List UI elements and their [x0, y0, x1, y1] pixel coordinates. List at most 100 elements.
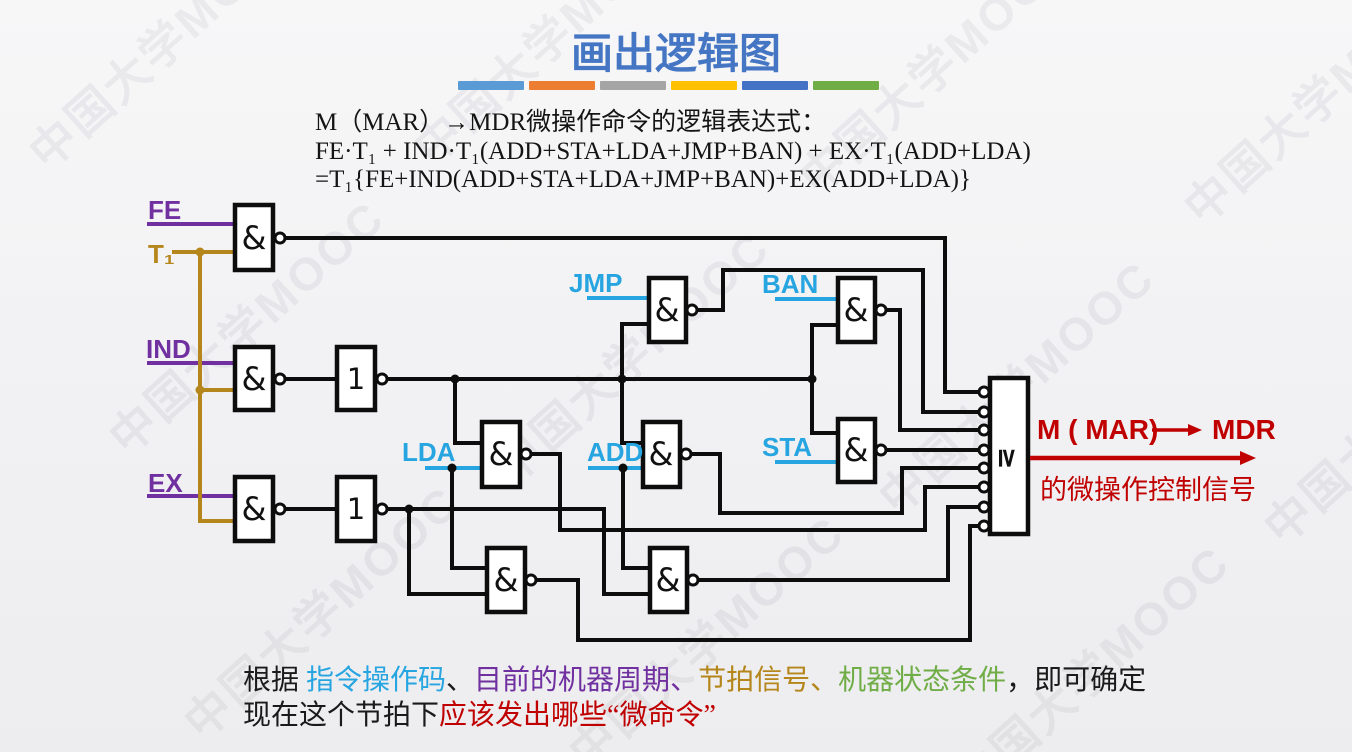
expression-line-2: FE·T₁ + IND·T₁(ADD+STA+LDA+JMP+BAN) + EX… [315, 137, 1031, 165]
invert-bubble [375, 372, 389, 386]
invert-bubble [977, 480, 991, 494]
wire-ext1-to-exadd-gate [387, 507, 650, 596]
accent-bar [742, 81, 808, 90]
footer-note: 根据 指令操作码、目前的机器周期、节拍信号、机器状态条件，即可确定 现在这个节拍… [243, 663, 1146, 733]
label-t1: T₁ [148, 239, 175, 269]
or-symbol: ≥ [992, 447, 1023, 470]
invert-bubble [977, 443, 991, 457]
invert-bubble [519, 447, 533, 461]
output-transfer-arrowhead [1188, 424, 1202, 436]
and-symbol: & [494, 561, 519, 599]
accent-bar [600, 81, 666, 90]
accent-bar [529, 81, 595, 90]
not-symbol: 1 [347, 362, 365, 396]
accent-bar [458, 81, 524, 90]
nand-gate-lda: & [479, 419, 533, 490]
invert-bubble [273, 502, 287, 516]
junction-t1-top [195, 247, 205, 257]
wire-lda-to-exlda-gate [450, 468, 487, 570]
invert-bubble [273, 231, 287, 245]
and-symbol: & [489, 435, 514, 473]
wire-t1-bus [198, 252, 235, 523]
label-fe: FE [148, 195, 181, 225]
wire-exlda-gate-to-or [536, 524, 979, 642]
label-add: ADD [587, 437, 643, 467]
and-symbol: & [656, 561, 681, 599]
invert-bubble [977, 385, 991, 399]
footer-run: 、 [446, 665, 475, 696]
label-ex: EX [148, 468, 183, 498]
invert-bubble [977, 405, 991, 419]
label-jmp: JMP [569, 268, 622, 298]
invert-bubble [977, 423, 991, 437]
and-symbol: & [242, 219, 267, 257]
and-symbol: & [844, 291, 869, 329]
label-ind: IND [146, 334, 191, 364]
junction-indt1-lda [450, 374, 460, 384]
nand-gate-ex-lda: & [484, 545, 538, 615]
footer-run: 机器状态条件 [838, 665, 1007, 696]
and-symbol: & [242, 490, 267, 528]
footer-line-1: 根据 指令操作码、目前的机器周期、节拍信号、机器状态条件，即可确定 [243, 663, 1146, 698]
nand-gate-ex-add: & [647, 545, 700, 615]
expression-line-1: M（MAR）→MDR微操作命令的逻辑表达式： [315, 109, 827, 136]
output-arrowhead [1240, 451, 1256, 465]
label-lda: LDA [402, 437, 456, 467]
invert-bubble [977, 500, 991, 514]
and-symbol: & [655, 291, 680, 329]
invert-bubble [375, 502, 389, 516]
junction-indt1-jmp-add [617, 374, 627, 384]
footer-run: 应该发出哪些“微命令” [439, 700, 716, 731]
invert-bubble [273, 372, 287, 386]
junction-lda [447, 463, 457, 473]
nand-gate-ind-t1: & [232, 344, 287, 413]
footer-line-2: 现在这个节拍下应该发出哪些“微命令” [243, 698, 1146, 733]
wire-fe-nand-to-or [285, 236, 979, 394]
output-target-label: MDR [1212, 414, 1276, 445]
invert-bubble [686, 573, 700, 587]
accent-bar [813, 81, 879, 90]
output-source-label: M ( MAR) [1037, 414, 1158, 445]
nand-gate-ban: & [835, 275, 888, 345]
nand-gate-fe-t1: & [232, 202, 287, 273]
or-gate-output: ≥ [977, 375, 1031, 537]
wire-add-gate-to-or [691, 452, 979, 515]
footer-run: 、 [810, 665, 839, 696]
wire-lda-gate-to-or [531, 452, 979, 532]
expression-line-3: =T₁{FE+IND(ADD+STA+LDA+JMP+BAN)+EX(ADD+L… [315, 166, 971, 193]
footer-run: 现在这个节拍下 [243, 700, 440, 731]
and-symbol: & [649, 435, 674, 473]
junction-ext1 [404, 504, 414, 514]
footer-run: 、 [670, 665, 699, 696]
junction-indt1-ban-sta [807, 374, 817, 384]
title-accent-bars [458, 81, 879, 90]
nand-gate-jmp: & [646, 275, 699, 345]
wire-add-to-exadd-gate [621, 468, 650, 570]
wire-indt1-to-lda-gate [453, 379, 482, 445]
label-sta: STA [762, 432, 812, 462]
inverter-ex-t1: 1 [334, 474, 389, 544]
wire-jmp-gate-to-or [697, 268, 979, 414]
invert-bubble [874, 303, 888, 317]
inverter-ind-t1: 1 [334, 344, 389, 413]
wire-ban-gate-to-or [886, 308, 979, 432]
and-symbol: & [242, 360, 267, 398]
invert-bubble [977, 519, 991, 533]
footer-run: 根据 [243, 665, 307, 696]
invert-bubble [679, 447, 693, 461]
accent-bar [671, 81, 737, 90]
output-caption: 的微操作控制信号 [1040, 475, 1256, 505]
invert-bubble [685, 303, 699, 317]
invert-bubble [524, 573, 538, 587]
footer-run: ，即可确定 [1006, 665, 1147, 696]
label-ban: BAN [762, 269, 818, 299]
logic-expression: M（MAR）→MDR微操作命令的逻辑表达式： FE·T₁ + IND·T₁(AD… [315, 109, 1031, 195]
nand-gate-sta: & [835, 416, 888, 485]
nand-gate-add: & [640, 419, 693, 490]
not-symbol: 1 [347, 492, 365, 526]
invert-bubble [874, 443, 888, 457]
footer-run: 目前的机器周期 [474, 665, 671, 696]
junction-t1-ind [195, 385, 205, 395]
